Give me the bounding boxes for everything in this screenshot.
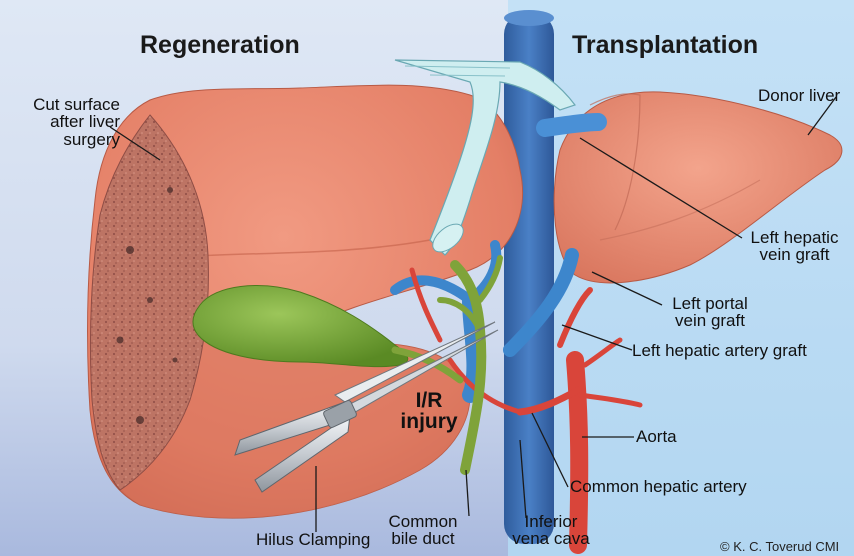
- copyright-notice: © K. C. Toverud CMI: [720, 540, 839, 553]
- label-inferior-vena-cava: Inferior vena cava: [506, 513, 596, 548]
- label-cut-surface-line-1: Cut surface: [10, 96, 120, 113]
- label-cut-surface-line-3: surgery: [10, 131, 120, 148]
- title-regeneration: Regeneration: [140, 33, 300, 59]
- label-common-bile-duct-line-2: bile duct: [378, 530, 468, 547]
- label-left-hepatic-artery-graft: Left hepatic artery graft: [632, 342, 807, 359]
- label-common-hepatic-artery: Common hepatic artery: [570, 478, 747, 495]
- label-inferior-vena-cava-line-1: Inferior: [506, 513, 596, 530]
- label-cut-surface-line-2: after liver: [10, 113, 120, 130]
- label-ir-injury-line-1: I/R: [392, 390, 466, 411]
- label-cut-surface: Cut surface after liver surgery: [10, 96, 120, 148]
- label-ir-injury-line-2: injury: [392, 411, 466, 432]
- label-common-bile-duct-line-1: Common: [378, 513, 468, 530]
- label-common-bile-duct: Common bile duct: [378, 513, 468, 548]
- label-ir-injury: I/R injury: [392, 390, 466, 433]
- label-left-hepatic-vein-graft-line-1: Left hepatic: [742, 229, 847, 246]
- label-donor-liver: Donor liver: [758, 87, 840, 104]
- label-inferior-vena-cava-line-2: vena cava: [506, 530, 596, 547]
- label-aorta: Aorta: [636, 428, 677, 445]
- label-left-portal-vein-graft-line-1: Left portal: [662, 295, 758, 312]
- label-left-portal-vein-graft: Left portal vein graft: [662, 295, 758, 330]
- label-hilus-clamping: Hilus Clamping: [256, 531, 370, 548]
- title-transplantation: Transplantation: [572, 33, 758, 59]
- label-left-hepatic-vein-graft-line-2: vein graft: [742, 246, 847, 263]
- label-left-hepatic-vein-graft: Left hepatic vein graft: [742, 229, 847, 264]
- label-left-portal-vein-graft-line-2: vein graft: [662, 312, 758, 329]
